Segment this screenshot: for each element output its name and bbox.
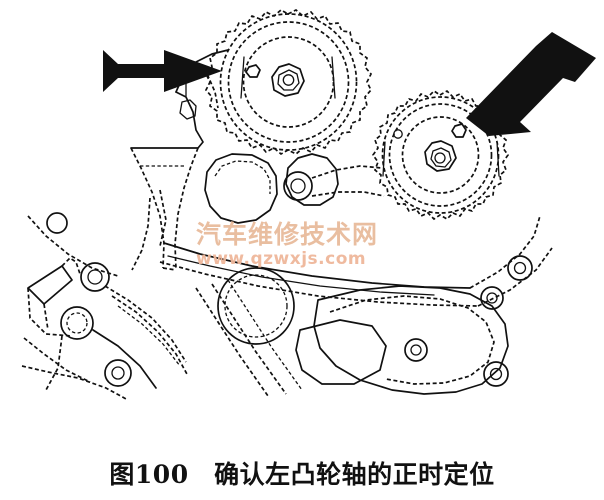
block-bolt-hole-2 <box>410 344 422 356</box>
bracket-riser <box>159 189 167 247</box>
lower-rib-2 <box>211 283 287 395</box>
cover-bracket-top-edge <box>130 91 204 149</box>
bracket-arm-1 <box>104 285 187 363</box>
bracket-bolt-boss-a <box>46 212 68 234</box>
bracket-plate-tab <box>61 256 81 275</box>
cylinder-head-assembly <box>130 49 553 397</box>
crank-pulley-pad-inner <box>224 274 288 338</box>
bracket-diagonal-1 <box>27 215 119 277</box>
bracket-riser-2 <box>131 197 151 271</box>
right-sprocket-rim-outer <box>381 96 500 214</box>
bracket-plate-lower <box>27 287 73 337</box>
tensioner-boss <box>179 99 197 120</box>
bracket-leg-3 <box>21 365 129 401</box>
right-flange-contour <box>469 215 541 289</box>
block-bolt-hole-4 <box>513 261 527 275</box>
head-deck-middle <box>167 255 435 296</box>
bracket-bolt-boss-c <box>104 359 132 387</box>
idler-pulley <box>283 171 313 201</box>
left-sprocket-slot-1 <box>240 56 245 99</box>
left-camshaft-sprocket-arrow <box>103 50 222 92</box>
cover-bracket-bottom <box>162 267 177 271</box>
block-bolt-boss-1 <box>480 286 504 310</box>
right-flange-contour-2 <box>477 247 553 307</box>
pulley-arm <box>92 329 157 389</box>
right-sprocket-slot-1 <box>382 141 386 177</box>
pulley-boss-inner <box>66 312 88 334</box>
bracket-arm-2 <box>111 295 189 377</box>
left-sprocket-timing-pin <box>245 64 261 78</box>
right-sprocket-teeth <box>371 89 510 221</box>
bracket-leg-1 <box>45 335 63 391</box>
right-sprocket-web-ring <box>401 116 480 194</box>
cover-bracket-inner-edge <box>174 147 199 271</box>
bracket-bolt-hole-c <box>111 366 125 380</box>
illustration-area <box>21 8 596 401</box>
belt-upper-run <box>311 165 383 179</box>
left-sprocket-web-ring <box>242 36 335 128</box>
right-sprocket-timing-pin <box>451 123 467 138</box>
lower-rib-1 <box>195 287 269 397</box>
block-bolt-boss-4 <box>507 255 533 281</box>
block-bolt-boss-3 <box>483 361 509 387</box>
right-camshaft-sprocket-arrow <box>466 32 596 136</box>
bracket-bolt-boss-b <box>80 262 110 292</box>
block-bolt-boss-2 <box>404 338 428 362</box>
left-sprocket-rim-inner <box>227 21 350 143</box>
bracket-plate <box>27 265 73 305</box>
oil-pan-rail-pad <box>295 319 387 385</box>
cam-cover-lobe-mid <box>285 153 339 206</box>
right-sprocket-dowel-hole <box>393 129 403 139</box>
left-sprocket-hex-bolt-inner <box>277 69 300 91</box>
left-sprocket <box>204 8 373 156</box>
left-sprocket-rim-outer <box>219 13 358 151</box>
head-deck-lower <box>159 261 479 307</box>
caption-bar: 图100 确认左凸轮轴的正时定位 <box>0 450 604 500</box>
left-sprocket-hex-bolt <box>271 63 305 97</box>
right-sprocket-rim-inner <box>388 103 493 207</box>
block-bolt-hole-1 <box>486 292 498 304</box>
cam-cover-lobe-left-inner <box>214 160 271 194</box>
right-sprocket <box>371 89 510 221</box>
bracket-arm-3 <box>117 305 181 367</box>
lower-rib-3 <box>227 279 303 391</box>
bracket-leg-2 <box>23 337 91 383</box>
left-sprocket-bolt-center <box>282 74 295 86</box>
idler-pulley-group <box>283 165 385 201</box>
crank-pulley-pad <box>217 267 295 345</box>
right-sprocket-slot-2 <box>496 141 500 177</box>
left-sprocket-teeth <box>204 8 373 156</box>
right-sprocket-hex-bolt <box>424 140 457 172</box>
cam-cover-lobe-left <box>204 153 278 224</box>
pulley-boss <box>60 306 94 340</box>
right-sprocket-bolt-center <box>434 152 446 164</box>
idler-pulley-center <box>290 178 306 194</box>
block-bolt-hole-3 <box>489 367 503 381</box>
figure-caption: 图100 确认左凸轮轴的正时定位 <box>109 460 495 489</box>
left-sprocket-slot-2 <box>331 56 336 99</box>
left-bracket-assembly <box>21 189 189 401</box>
right-sprocket-hex-bolt-inner <box>430 147 452 168</box>
bracket-bolt-hole-b <box>87 269 103 285</box>
belt-lower-run <box>311 191 385 197</box>
bracket-plate-edge <box>43 303 49 331</box>
engine-timing-diagram <box>21 8 596 401</box>
cover-bracket-left-edge <box>130 147 165 269</box>
engine-block-right-inner <box>329 295 495 385</box>
